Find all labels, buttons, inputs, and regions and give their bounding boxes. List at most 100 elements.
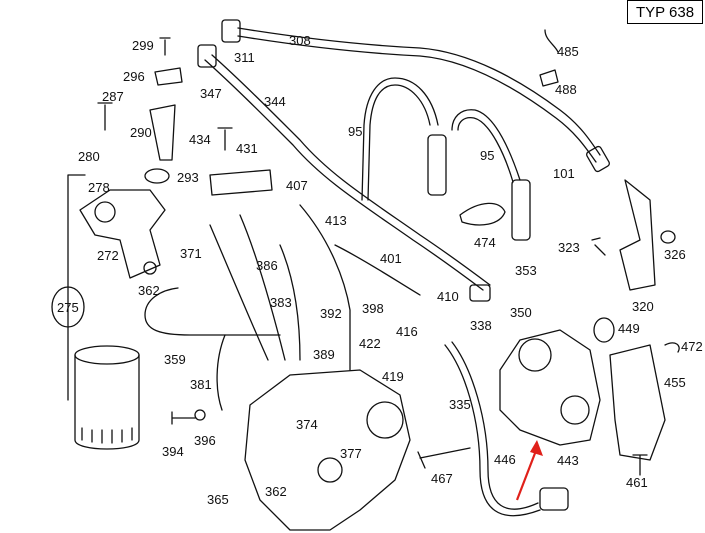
bracket-278 (79, 189, 166, 279)
bolt-323 (591, 237, 606, 256)
red-arrow (515, 440, 543, 501)
nut-488 (539, 69, 559, 87)
injector-left (427, 134, 447, 196)
label-101: 101 (553, 166, 575, 181)
label-365: 365 (207, 492, 229, 507)
label-398: 398 (362, 301, 384, 316)
label-347: 347 (200, 86, 222, 101)
label-401: 401 (380, 251, 402, 266)
label-287: 287 (102, 89, 124, 104)
bracket-hole (94, 201, 116, 223)
bolt-461 (632, 454, 648, 476)
fitting-311 (221, 19, 241, 43)
label-396: 396 (194, 433, 216, 448)
label-362a: 362 (138, 283, 160, 298)
callout-labels: 299 296 287 290 280 278 293 308 311 347 … (57, 33, 703, 507)
label-461: 461 (626, 475, 648, 490)
pump-443-inlet (518, 338, 552, 372)
label-416: 416 (396, 324, 418, 339)
label-467: 467 (431, 471, 453, 486)
label-326: 326 (664, 247, 686, 262)
label-434: 434 (189, 132, 211, 147)
label-272: 272 (97, 248, 119, 263)
label-488: 488 (555, 82, 577, 97)
bolt-434 (217, 127, 233, 151)
label-449: 449 (618, 321, 640, 336)
washer-396 (194, 409, 206, 421)
hose-95-right (451, 109, 521, 183)
label-455: 455 (664, 375, 686, 390)
clamp-474 (459, 202, 506, 226)
label-485: 485 (557, 44, 579, 59)
filter-ribs (81, 427, 133, 444)
pump-port (317, 457, 343, 483)
ring-293 (144, 168, 170, 184)
label-407: 407 (286, 178, 308, 193)
clip-485 (544, 29, 559, 53)
filter-body (74, 354, 140, 450)
label-431: 431 (236, 141, 258, 156)
fitting-347 (197, 44, 217, 68)
label-320: 320 (632, 299, 654, 314)
type-label: TYP 638 (635, 3, 695, 21)
pipe-308-inner (237, 35, 597, 163)
label-278: 278 (88, 180, 110, 195)
label-323: 323 (558, 240, 580, 255)
pipe-335 (444, 344, 541, 517)
ring-449 (593, 317, 615, 343)
bracket-431 (209, 169, 273, 196)
pipe-386 (239, 214, 286, 361)
label-392: 392 (320, 306, 342, 321)
filter-top (74, 345, 140, 365)
label-371: 371 (180, 246, 202, 261)
pipe-344 (211, 54, 491, 286)
pump-443-outlet (560, 395, 590, 425)
label-394: 394 (162, 444, 184, 459)
label-381: 381 (190, 377, 212, 392)
label-413: 413 (325, 213, 347, 228)
label-446: 446 (494, 452, 516, 467)
valve-290 (149, 104, 176, 161)
label-474: 474 (474, 235, 496, 250)
fitting-bottom-right (539, 487, 569, 511)
pipe-371 (209, 224, 269, 361)
bracket-455 (609, 344, 666, 461)
bracket-320 (619, 179, 656, 291)
clip-326 (660, 230, 676, 244)
bolt-299 (159, 37, 171, 56)
label-335: 335 (449, 397, 471, 412)
pipe-335-inner (451, 341, 539, 510)
fitting-101 (586, 145, 610, 173)
pipe-398 (299, 204, 351, 371)
label-344: 344 (264, 94, 286, 109)
hose-95-left (361, 77, 439, 201)
label-353: 353 (515, 263, 537, 278)
label-443: 443 (557, 453, 579, 468)
pump-boss (366, 401, 404, 439)
label-290: 290 (130, 125, 152, 140)
label-311: 311 (234, 50, 255, 65)
bolt-394 (171, 411, 196, 425)
label-362b: 362 (265, 484, 287, 499)
type-label-box: TYP 638 (627, 0, 703, 24)
pump-443 (499, 329, 601, 446)
bolt-287 (97, 102, 113, 131)
label-299: 299 (132, 38, 154, 53)
pipe-344-inner (204, 59, 484, 291)
bolt-467 (417, 447, 471, 469)
label-422: 422 (359, 336, 381, 351)
pump-housing (244, 369, 411, 531)
label-280: 280 (78, 149, 100, 164)
label-472: 472 (681, 339, 703, 354)
label-350: 350 (510, 305, 532, 320)
label-95b: 95 (480, 148, 494, 163)
label-275: 275 (57, 300, 79, 315)
bracket-296 (154, 67, 183, 86)
label-389: 389 (313, 347, 335, 362)
callout-275-oval (51, 286, 85, 328)
label-296: 296 (123, 69, 145, 84)
injector-right (511, 179, 531, 241)
label-383: 383 (270, 295, 292, 310)
label-410: 410 (437, 289, 459, 304)
